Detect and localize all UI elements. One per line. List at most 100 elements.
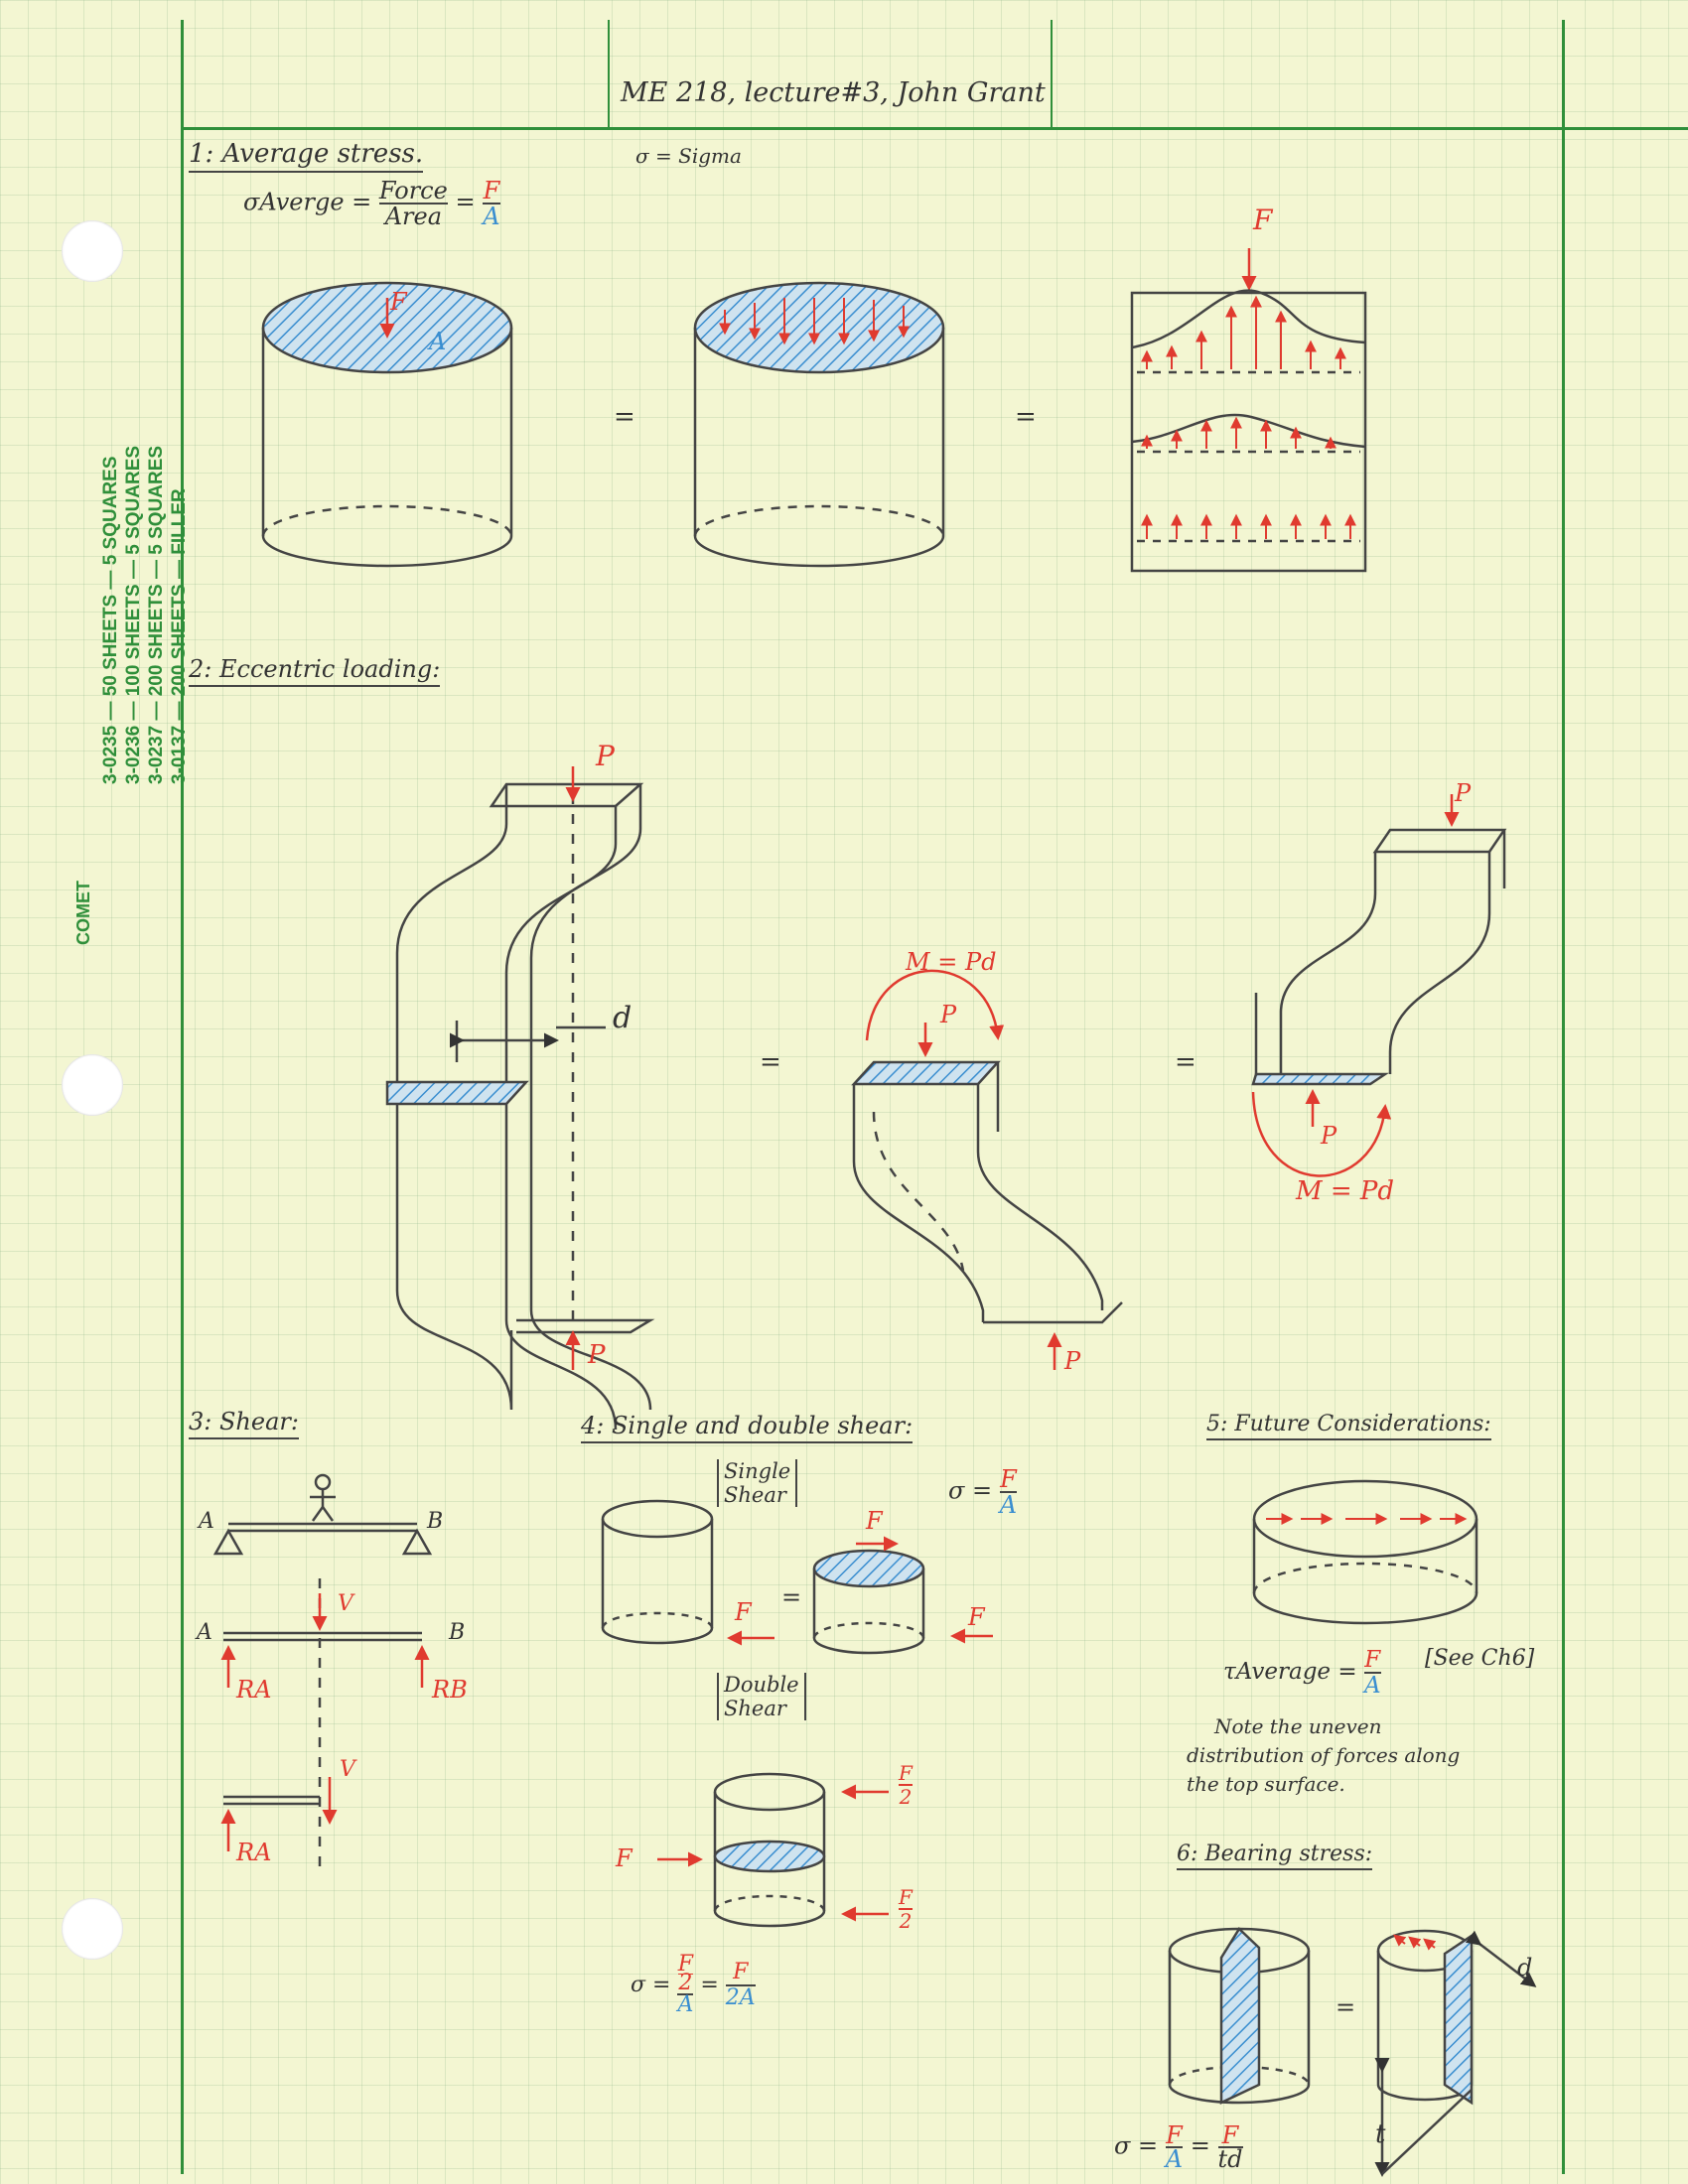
formula-eq: =: [455, 188, 476, 216]
single-label-line: Single: [724, 1459, 791, 1483]
formula-f: F: [677, 1952, 694, 1977]
tau-a: A: [1363, 1673, 1381, 1699]
formula-num: Force: [378, 177, 448, 205]
formula-two: 2: [678, 1971, 693, 1995]
force-f-label: F: [616, 1844, 633, 1872]
section3-heading: 3: Shear:: [189, 1408, 299, 1439]
binder-hole-bottom: [62, 1898, 123, 1960]
formula-den: Area: [384, 203, 443, 230]
note-line: Note the uneven: [1214, 1714, 1382, 1738]
see-chapter-ref: [See Ch6]: [1425, 1646, 1535, 1671]
double-label-line: Shear: [724, 1697, 786, 1720]
shear-v-label: V: [338, 1591, 353, 1616]
diameter-d-label: d: [1517, 1954, 1533, 1981]
force-f-label: F: [968, 1603, 985, 1631]
formula-td: td: [1217, 2145, 1243, 2173]
half-f: F: [899, 1761, 913, 1786]
left-margin-line: [181, 20, 184, 2174]
support-b-label: B: [449, 1620, 466, 1645]
formula-a: A: [999, 1491, 1018, 1519]
formula-eq: =: [700, 1973, 719, 1997]
support-a-label: A: [197, 1620, 212, 1645]
header-divider-left: [608, 20, 610, 129]
moment-label: M = Pd: [1296, 1176, 1395, 1206]
double-shear-formula: σ = F 2 A = F 2A: [631, 1952, 756, 2016]
cylinder-with-stress-arrows: [693, 281, 945, 568]
page-title: ME 218, lecture#3, John Grant: [621, 77, 1046, 108]
formula-f: F: [1217, 2123, 1243, 2148]
equals-sign: =: [781, 1583, 802, 1611]
half-two: 2: [899, 1785, 913, 1809]
formula-f: F: [999, 1465, 1018, 1493]
section5-heading: 5: Future Considerations:: [1206, 1412, 1491, 1440]
formula-f: F: [1165, 2121, 1184, 2149]
single-label-line: Shear: [724, 1483, 786, 1507]
formula-a: A: [1165, 2145, 1184, 2173]
eccentricity-d-label: d: [613, 1001, 633, 1035]
formula-sigma: σ =: [1114, 2131, 1159, 2160]
force-label: F: [390, 288, 407, 316]
load-p-label: P: [1321, 1122, 1337, 1150]
shear-v-label: V: [340, 1757, 355, 1782]
support-b-label: B: [427, 1509, 444, 1534]
reaction-a-label: RA: [236, 1676, 272, 1704]
support-a-label: A: [199, 1509, 214, 1534]
equals-sign: =: [1175, 1047, 1196, 1077]
header-divider-right: [1051, 20, 1053, 129]
shear-beam-diagrams: [212, 1473, 433, 1866]
double-label-line: Double: [724, 1673, 799, 1697]
formula-sigma: σ =: [948, 1476, 993, 1505]
single-shear-formula: σ = F A: [948, 1465, 1018, 1519]
half-two: 2: [899, 1909, 913, 1933]
bearing-cylinders: [1168, 1927, 1537, 2177]
binder-hole-middle: [62, 1054, 123, 1116]
eccentric-column: [385, 766, 655, 1431]
note-line: distribution of forces along: [1187, 1743, 1461, 1767]
formula-sigma: σ =: [631, 1973, 671, 1997]
section4-heading: 4: Single and double shear:: [581, 1412, 914, 1443]
reaction-b-label: RB: [432, 1676, 468, 1704]
right-margin-line: [1562, 20, 1565, 2174]
load-p-label: P: [1455, 779, 1472, 807]
equals-sign: =: [1015, 402, 1037, 432]
area-label: A: [429, 328, 447, 355]
cylinder-with-force: [261, 281, 513, 568]
load-p-label: P: [596, 740, 615, 772]
load-p-label: P: [940, 1001, 957, 1028]
formula-a: A: [483, 203, 500, 230]
force-f-label: F: [735, 1598, 752, 1626]
formula-lhs: σAverge =: [243, 188, 372, 216]
load-p-label: P: [588, 1340, 606, 1370]
bearing-formula: σ = F A = F td: [1114, 2121, 1243, 2173]
half-f: F: [899, 1885, 913, 1910]
double-shear-label: Double Shear: [717, 1673, 806, 1720]
average-stress-formula: σAverge = Force Area = F A: [243, 179, 500, 228]
load-p-label: P: [1064, 1347, 1081, 1375]
tau-lhs: τAverage =: [1223, 1659, 1357, 1685]
disc-with-surface-forces: [1252, 1479, 1478, 1625]
stress-distribution-box: [1130, 248, 1367, 573]
tau-f: F: [1363, 1647, 1381, 1674]
equals-sign: =: [614, 402, 635, 432]
cut-column-with-moment: [851, 969, 1123, 1370]
equals-sign: =: [1336, 1993, 1356, 2021]
single-shear-diagram: [601, 1499, 993, 1655]
uneven-forces-note: Note the uneven distribution of forces a…: [1187, 1712, 1460, 1799]
thickness-t-label: t: [1375, 2119, 1386, 2149]
section1-heading: 1: Average stress.: [189, 139, 424, 173]
double-shear-diagram: [657, 1772, 889, 1928]
formula-f: F: [725, 1961, 756, 1986]
single-shear-label: Single Shear: [717, 1459, 798, 1507]
equals-sign: =: [760, 1047, 781, 1077]
formula-eq: =: [1190, 2131, 1210, 2160]
moment-label: M = Pd: [906, 948, 997, 976]
sigma-note: σ = Sigma: [635, 144, 742, 168]
note-line: the top surface.: [1187, 1772, 1345, 1796]
half-force-label: F 2: [899, 1762, 913, 1808]
force-label: F: [1253, 204, 1273, 236]
reaction-a-label: RA: [236, 1839, 272, 1866]
binder-hole-top: [62, 220, 123, 282]
tau-formula: τAverage = F A: [1223, 1648, 1381, 1698]
